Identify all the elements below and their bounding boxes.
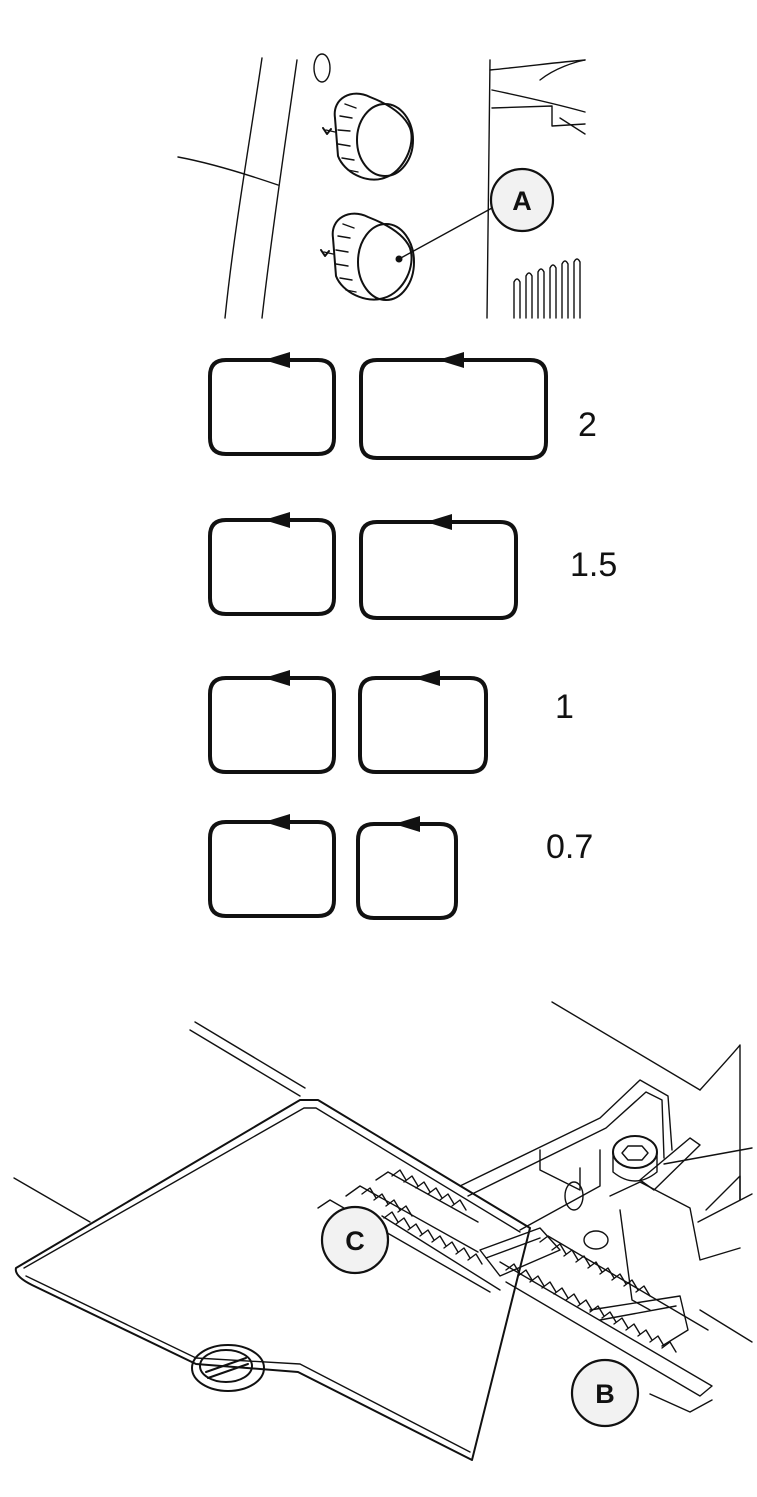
differential-loop-shape xyxy=(356,822,458,920)
differential-loop-shape xyxy=(358,676,488,774)
machine-dials-illustration xyxy=(177,53,586,319)
reference-loop-shape xyxy=(208,518,336,616)
arrow-icon xyxy=(264,512,290,528)
callout-c: C xyxy=(320,1205,390,1275)
svg-text:B: B xyxy=(595,1379,615,1409)
stitch-row-1-5: 1.5 xyxy=(208,512,617,620)
ratio-label: 2 xyxy=(578,406,597,444)
stitch-row-1: 1 xyxy=(208,670,574,774)
reference-loop-shape xyxy=(208,358,336,456)
lower-dial-knob xyxy=(320,212,415,301)
arrow-icon xyxy=(264,670,290,686)
differential-loop-shape xyxy=(359,358,548,460)
ratio-label: 0.7 xyxy=(546,828,593,866)
arrow-icon xyxy=(264,352,290,368)
needle-plate-illustration xyxy=(13,1001,753,1461)
stitch-row-0-7: 0.7 xyxy=(208,814,593,920)
ratio-label: 1 xyxy=(555,688,574,726)
arrow-icon xyxy=(438,352,464,368)
svg-text:A: A xyxy=(512,186,532,216)
arrow-icon xyxy=(264,814,290,830)
callout-a: A xyxy=(489,167,555,233)
svg-text:C: C xyxy=(345,1226,365,1256)
differential-loop-shape xyxy=(359,520,518,620)
callout-b: B xyxy=(570,1358,640,1428)
arrow-icon xyxy=(426,514,452,530)
stitch-row-2: 2 xyxy=(208,352,597,460)
ratio-label: 1.5 xyxy=(570,546,617,584)
arrow-icon xyxy=(394,816,420,832)
arrow-icon xyxy=(414,670,440,686)
reference-loop-shape xyxy=(208,820,336,918)
plate-screw xyxy=(191,1344,265,1392)
reference-loop-shape xyxy=(208,676,336,774)
upper-dial-knob xyxy=(322,92,414,181)
